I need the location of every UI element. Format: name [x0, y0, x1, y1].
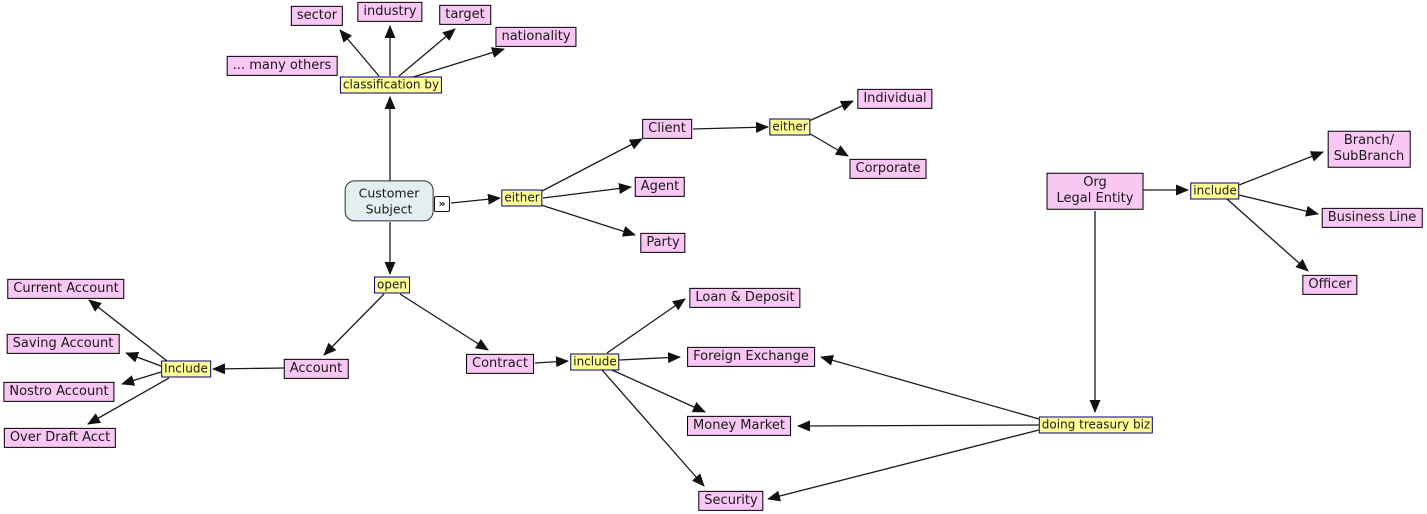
edge-include-security [601, 369, 705, 487]
concept-money-market[interactable]: Money Market [687, 415, 791, 437]
edge-treasury-foreign-exchange [820, 354, 1040, 420]
edge-contract-include [534, 356, 569, 368]
edge-open-account [323, 293, 385, 356]
concept-individual[interactable]: Individual [857, 88, 933, 110]
concept-saving-account[interactable]: Saving Account [6, 333, 120, 355]
concept-org-legal-entity[interactable]: Org Legal Entity [1046, 172, 1144, 210]
link-doing-treasury-biz[interactable]: doing treasury biz [1038, 416, 1154, 434]
edge-include-branch-subbranch [1238, 151, 1324, 186]
concept-contract[interactable]: Contract [466, 353, 534, 375]
link-either-1[interactable]: either [501, 189, 543, 207]
concept-party[interactable]: Party [640, 232, 686, 254]
concept-customer-subject[interactable]: Customer Subject [344, 180, 434, 222]
concept-sector[interactable]: sector [290, 5, 344, 27]
concept-industry[interactable]: industry [357, 1, 423, 23]
edge-client-either [692, 121, 769, 133]
concept-target[interactable]: target [439, 4, 491, 26]
concept-client[interactable]: Client [642, 118, 692, 140]
concept-current-account[interactable]: Current Account [7, 278, 125, 300]
edge-include-loan-deposit [606, 298, 686, 354]
edge-classification-by-sector [339, 29, 380, 77]
edge-open-contract [399, 293, 489, 351]
concept-nostro-account[interactable]: Nostro Account [3, 381, 115, 403]
org-legal-entity-line2: Legal Entity [1056, 191, 1134, 206]
edge-customer-subject-either [450, 193, 501, 205]
edge-include-officer [1226, 198, 1309, 272]
concept-business-line[interactable]: Business Line [1321, 207, 1423, 229]
edge-include-current-account [88, 299, 168, 362]
edge-either-corporate [806, 131, 849, 157]
edge-treasury-security [767, 429, 1040, 502]
org-legal-entity-line1: Org [1083, 174, 1107, 190]
edge-either-agent [542, 183, 632, 199]
link-classification-by[interactable]: classification by [339, 76, 443, 94]
link-include-account[interactable]: Include [161, 360, 211, 378]
edge-include-over-draft-acct [87, 377, 170, 425]
customer-subject-line1: Customer [358, 185, 420, 201]
edge-treasury-money-market [797, 420, 1040, 432]
customer-subject-line2: Subject [365, 201, 413, 216]
branch-subbranch-line2: SubBranch [1333, 149, 1405, 164]
link-include-org[interactable]: include [1190, 182, 1240, 200]
concept-corporate[interactable]: Corporate [849, 158, 927, 180]
edge-classification-by-nationality [409, 47, 505, 79]
concept-foreign-exchange[interactable]: Foreign Exchange [687, 346, 815, 368]
concept-many-others[interactable]: ... many others [226, 55, 338, 77]
link-include-contract[interactable]: include [570, 353, 620, 371]
edge-include-money-market [611, 369, 706, 413]
concept-agent[interactable]: Agent [634, 176, 686, 198]
edge-include-business-line [1238, 194, 1319, 217]
branch-subbranch-line1: Branch/ [1343, 132, 1395, 148]
edge-include-foreign-exchange [618, 352, 681, 364]
link-either-2[interactable]: either [769, 118, 811, 136]
concept-branch-subbranch[interactable]: Branch/ SubBranch [1327, 130, 1411, 168]
edge-either-party [540, 204, 636, 237]
edge-either-individual [808, 100, 854, 122]
edge-either-client [541, 138, 643, 192]
concept-loan-deposit[interactable]: Loan & Deposit [689, 287, 801, 309]
concept-officer[interactable]: Officer [1302, 274, 1358, 296]
edge-include-saving-account [125, 352, 162, 367]
concept-nationality[interactable]: nationality [495, 26, 577, 48]
edge-account-include [212, 363, 285, 375]
edge-classification-by-target [398, 28, 456, 77]
expand-icon[interactable]: » [434, 196, 450, 212]
concept-security[interactable]: Security [698, 490, 764, 512]
concept-over-draft-acct[interactable]: Over Draft Acct [3, 427, 117, 449]
link-open[interactable]: open [374, 276, 410, 294]
concept-account[interactable]: Account [283, 358, 349, 380]
edge-include-nostro-account [121, 371, 162, 386]
